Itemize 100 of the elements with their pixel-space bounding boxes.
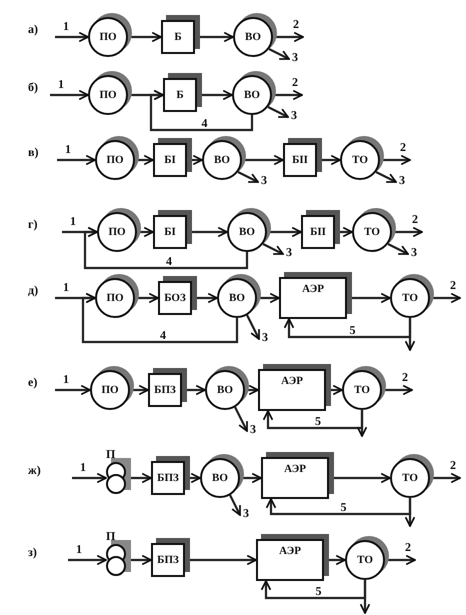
edge-label: 5 xyxy=(340,501,346,513)
process-circle xyxy=(232,70,277,115)
arrow xyxy=(55,384,91,396)
node-label: ВО xyxy=(213,152,231,168)
arrow xyxy=(404,318,416,351)
node-label: АЭР xyxy=(301,282,325,298)
edge-label: 2 xyxy=(412,213,418,225)
scheme-letter: д) xyxy=(28,284,38,296)
node-label: Б xyxy=(173,30,183,44)
edge-label: 2 xyxy=(450,459,456,471)
process-box xyxy=(258,364,331,411)
node-label: БПЗ xyxy=(153,382,177,398)
process-box xyxy=(301,210,340,249)
scheme-letter: ж) xyxy=(28,464,41,476)
arrow xyxy=(268,106,289,118)
arrow xyxy=(57,154,96,166)
arrow xyxy=(150,90,254,132)
scheme-letter: в) xyxy=(28,146,38,158)
node-label: ВО xyxy=(216,382,234,398)
edge-label: 1 xyxy=(63,281,69,293)
node-label: ВО xyxy=(211,470,229,486)
arrow xyxy=(50,90,89,100)
node-label: ТО xyxy=(351,152,369,168)
edge-label: 3 xyxy=(292,51,298,63)
node-label: ПО xyxy=(105,152,125,168)
scheme-letter: а) xyxy=(28,23,38,35)
arrow xyxy=(404,498,416,527)
arrow xyxy=(238,171,259,183)
edge-label: 3 xyxy=(411,246,417,258)
process-circle xyxy=(345,535,390,580)
process-circle xyxy=(97,207,142,252)
edge-label: 3 xyxy=(262,331,268,343)
process-circle xyxy=(342,365,387,410)
edge-label: 5 xyxy=(316,585,322,597)
process-box xyxy=(161,15,200,54)
scheme-letter: г) xyxy=(28,218,38,230)
arrow xyxy=(388,243,409,255)
edge-label: 3 xyxy=(243,507,249,519)
edge-label: 1 xyxy=(80,461,86,473)
node-label: БПЗ xyxy=(156,552,180,568)
edge-label: 1 xyxy=(65,143,71,155)
arrow xyxy=(376,171,397,183)
process-circle xyxy=(217,273,262,318)
edge-label: 1 xyxy=(58,78,64,90)
process-box xyxy=(148,368,187,407)
node-label: ТО xyxy=(401,470,419,486)
edge-label: 3 xyxy=(399,174,405,186)
node-label: П xyxy=(106,448,116,460)
edge-label: 5 xyxy=(350,324,356,336)
process-circle xyxy=(233,12,278,57)
node-label: БI xyxy=(163,152,177,168)
edge-label: 4 xyxy=(166,255,172,267)
process-circle xyxy=(227,207,272,252)
process-circle xyxy=(390,273,435,318)
process-circle xyxy=(202,135,247,180)
edge-label: 2 xyxy=(402,371,408,383)
node-label: АЭР xyxy=(280,374,304,390)
process-box xyxy=(283,138,322,177)
edge-label: 1 xyxy=(63,20,69,32)
edge-label: 4 xyxy=(202,117,208,129)
edge-label: 3 xyxy=(261,174,267,186)
node-label: ВО xyxy=(244,30,262,44)
node-label: ВО xyxy=(228,290,246,306)
node-label: ПО xyxy=(98,88,118,102)
node-label: ТО xyxy=(401,290,419,306)
process-box xyxy=(158,276,197,315)
double-circle-symbol xyxy=(106,448,131,494)
process-box xyxy=(151,456,190,495)
node-label: ПО xyxy=(105,290,125,306)
edge-label: 2 xyxy=(405,541,411,553)
process-circle xyxy=(390,453,435,498)
node-label: ТО xyxy=(363,224,381,240)
process-box xyxy=(279,272,352,319)
node-label: БI xyxy=(163,224,177,240)
process-box xyxy=(163,73,202,112)
node-label: БПЗ xyxy=(156,470,180,486)
process-circle xyxy=(95,273,140,318)
arrow xyxy=(229,494,241,516)
process-circle xyxy=(205,365,250,410)
process-circle xyxy=(88,70,133,115)
arrow xyxy=(284,318,412,338)
arrow xyxy=(55,32,89,42)
arrow xyxy=(260,580,366,600)
edge-label: 2 xyxy=(450,279,456,291)
edge-label: 5 xyxy=(315,415,321,427)
scheme-letter: б) xyxy=(28,81,38,93)
node-label: ПО xyxy=(100,382,120,398)
edge-label: 1 xyxy=(76,543,82,555)
arrow xyxy=(266,498,412,516)
arrow xyxy=(246,314,260,340)
arrow xyxy=(68,554,107,566)
edge-label: 2 xyxy=(292,76,298,88)
process-circle xyxy=(200,453,245,498)
node-label: БОЗ xyxy=(163,290,187,306)
node-label: ВО xyxy=(243,88,261,102)
arrow xyxy=(234,406,248,432)
arrow xyxy=(262,410,364,430)
node-label: ВО xyxy=(238,224,256,240)
arrow xyxy=(82,292,238,344)
node-label: АЭР xyxy=(283,462,307,478)
